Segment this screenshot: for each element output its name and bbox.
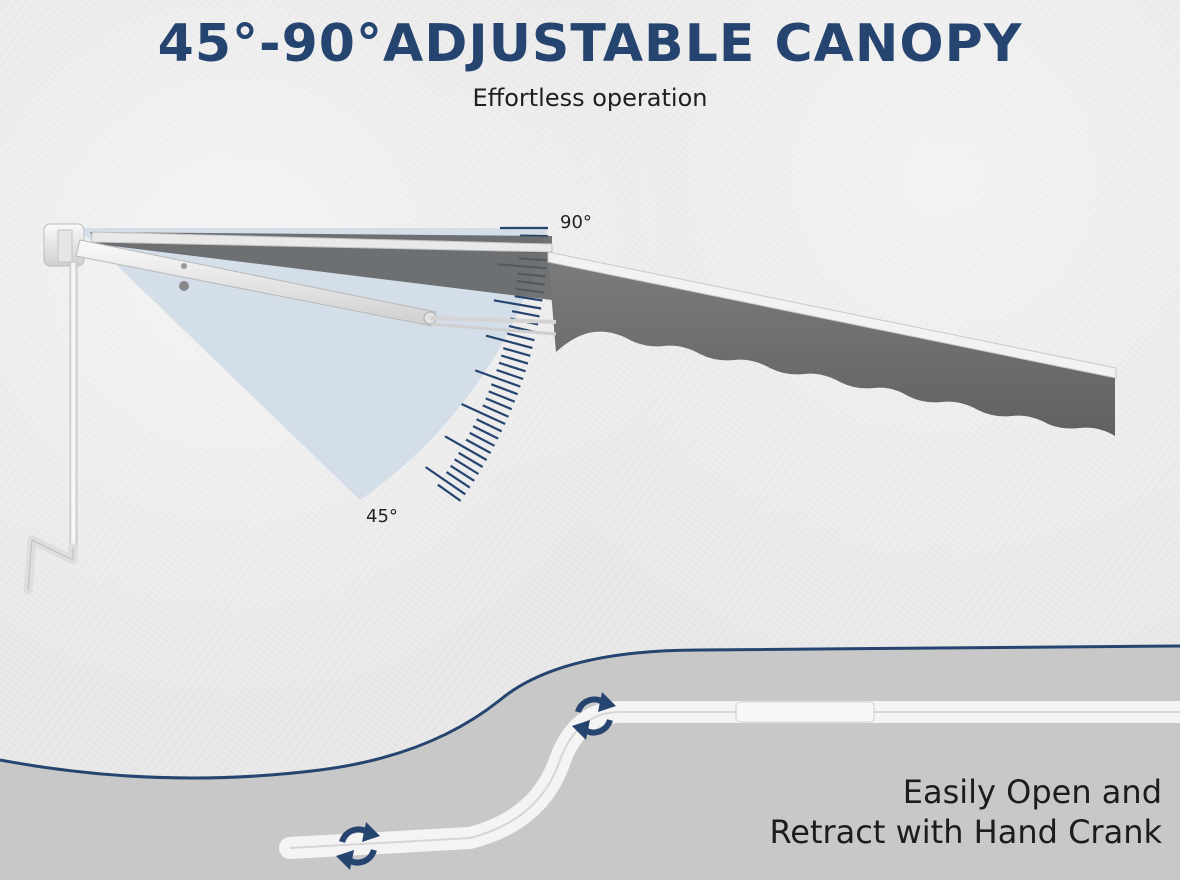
scale-tick: [485, 397, 513, 411]
angle-scale-ticks: [425, 226, 548, 502]
scale-tick: [458, 451, 484, 468]
scale-tick: [469, 431, 496, 447]
page-title: 45°-90°ADJUSTABLE CANOPY: [157, 14, 1023, 74]
rotate-arrows-icon: [572, 692, 616, 740]
scale-tick: [450, 464, 475, 482]
caption-line-2: Retract with Hand Crank: [769, 813, 1162, 851]
scale-tick: [472, 425, 499, 440]
scale-tick: [444, 435, 488, 461]
caption-line-1: Easily Open and: [902, 773, 1162, 811]
scale-tick: [474, 369, 521, 388]
scale-tick: [506, 332, 535, 342]
scale-tick: [498, 361, 526, 373]
extended-canopy: [548, 256, 1115, 436]
angle-max-label: 90°: [560, 212, 592, 233]
scale-tick: [465, 438, 492, 454]
crank-handle: [23, 535, 78, 595]
scale-tick: [425, 466, 466, 496]
scale-tick: [511, 310, 540, 318]
rotate-arrows-icon: [336, 822, 380, 870]
crank-pole: [69, 261, 78, 553]
folding-arm: [75, 239, 437, 327]
scale-tick: [454, 458, 480, 475]
scale-tick: [461, 402, 506, 426]
scale-tick: [488, 390, 516, 403]
scale-tick: [514, 295, 543, 302]
scale-tick: [437, 483, 462, 502]
angle-min-label: 45°: [366, 506, 398, 527]
page-subtitle: Effortless operation: [472, 84, 708, 112]
scale-tick: [500, 354, 529, 365]
scale-tick: [496, 368, 524, 381]
scale-tick: [491, 383, 518, 396]
scale-tick: [485, 334, 533, 350]
scale-tick: [503, 347, 531, 357]
scale-tick: [493, 299, 542, 310]
scale-tick: [482, 404, 509, 418]
angle-wedge: [78, 228, 548, 500]
scale-tick: [445, 471, 471, 489]
canopy-front-bar: [547, 251, 1117, 379]
scale-tick: [476, 418, 503, 433]
crank-caption: Easily Open and Retract with Hand Crank: [769, 772, 1162, 852]
wave-divider: [0, 644, 1180, 780]
